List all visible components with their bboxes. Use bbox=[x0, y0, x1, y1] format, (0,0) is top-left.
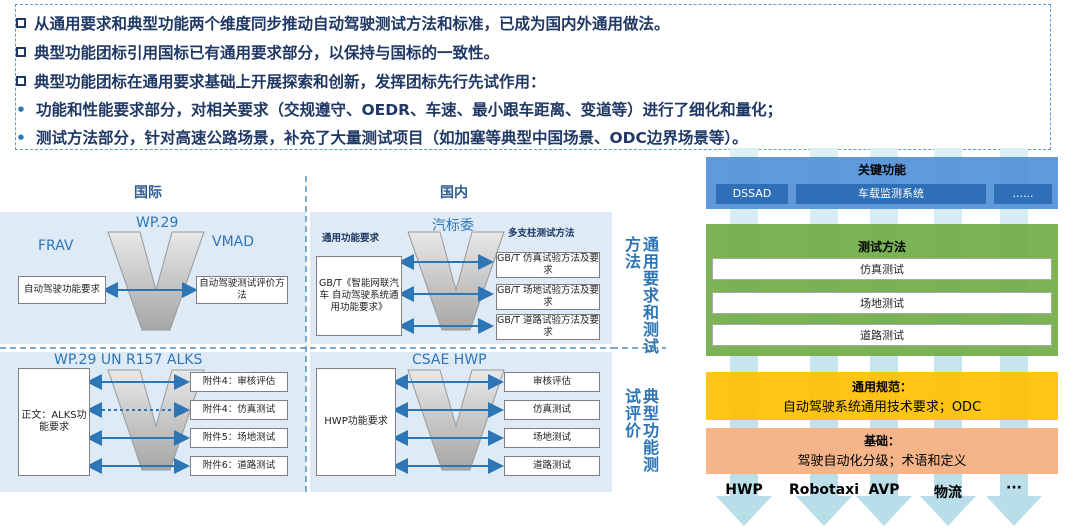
wp29-label: WP.29 bbox=[136, 215, 179, 231]
intl-header: 国际 bbox=[134, 185, 162, 201]
gbt-general-function-box: GB/T《智能网联汽车 自动驾驶系统通用功能要求》 bbox=[316, 256, 402, 336]
gbt-road-box: GB/T 道路试验方法及要求 bbox=[496, 314, 600, 340]
hwp-road-box: 道路测试 bbox=[504, 456, 600, 476]
domestic-header: 国内 bbox=[440, 185, 468, 201]
wp29-r157-title: WP.29 UN R157 ALKS bbox=[54, 352, 203, 368]
general-spec-title: 通用规范： bbox=[851, 380, 912, 394]
vmad-label: VMAD bbox=[212, 234, 255, 250]
gbt-site-box: GB/T 场地试验方法及要求 bbox=[496, 284, 600, 310]
square-bullet-icon bbox=[16, 76, 26, 86]
arrow-label-robotaxi: Robotaxi bbox=[788, 482, 859, 498]
foundation-title: 基础： bbox=[863, 434, 900, 448]
gbt-simulation-box: GB/T 仿真试验方法及要求 bbox=[496, 252, 600, 278]
general-func-title: 通用功能要求 bbox=[322, 233, 380, 244]
annex-audit-box: 附件4：审核评估 bbox=[190, 372, 288, 392]
site-test-item: 场地测试 bbox=[712, 292, 1052, 314]
arrow-label-avp: AVP bbox=[868, 482, 900, 498]
arrow-label-more: ··· bbox=[1006, 480, 1022, 496]
auto-driving-function-box: 自动驾驶功能要求 bbox=[18, 276, 106, 304]
summary-line-1: 从通用要求和典型功能两个维度同步推动自动驾驶测试方法和标准，已成为国内外通用做法… bbox=[16, 12, 670, 34]
arrow-label-logistics: 物流 bbox=[934, 485, 962, 501]
csae-hwp-title: CSAE HWP bbox=[412, 352, 487, 368]
hwp-site-box: 场地测试 bbox=[504, 428, 600, 448]
square-bullet-icon bbox=[16, 47, 26, 57]
annex-simulation-box: 附件4：仿真测试 bbox=[190, 400, 288, 420]
arrow-label-hwp: HWP bbox=[725, 482, 763, 498]
hwp-simulation-box: 仿真测试 bbox=[504, 400, 600, 420]
summary-line-3: 典型功能团标在通用要求基础上开展探索和创新，发挥团标先行先试作用： bbox=[16, 70, 546, 92]
foundation-layer bbox=[706, 428, 1058, 474]
side-label-general: 通用要求和测试方法 bbox=[622, 236, 659, 355]
summary-line-4: •功能和性能要求部分，对相关要求（交规遵守、OEDR、车速、最小跟车距离、变道等… bbox=[16, 101, 783, 119]
test-method-title: 测试方法 bbox=[857, 240, 906, 254]
general-spec-layer bbox=[706, 372, 1058, 420]
foundation-text: 驾驶自动化分级；术语和定义 bbox=[797, 454, 967, 469]
road-test-item: 道路测试 bbox=[712, 324, 1052, 346]
multi-pillar-title: 多支柱测试方法 bbox=[508, 228, 575, 239]
summary-box bbox=[15, 4, 1051, 150]
auto-driving-test-method-box: 自动驾驶测试评价方法 bbox=[196, 276, 288, 304]
dssad-item: DSSAD bbox=[716, 184, 788, 204]
simulation-test-item: 仿真测试 bbox=[712, 258, 1052, 280]
alks-function-box: 正文：ALKS功能要求 bbox=[18, 368, 90, 476]
general-spec-text: 自动驾驶系统通用技术要求；ODC bbox=[782, 400, 982, 415]
hwp-audit-box: 审核评估 bbox=[504, 372, 600, 392]
annex-road-box: 附件6：道路测试 bbox=[190, 456, 288, 476]
frav-label: FRAV bbox=[38, 238, 74, 254]
hwp-function-box: HWP功能要求 bbox=[316, 368, 396, 476]
more-item: ...... bbox=[994, 184, 1052, 204]
square-bullet-icon bbox=[16, 18, 26, 28]
dot-bullet-icon: • bbox=[16, 101, 26, 119]
summary-line-2: 典型功能团标引用国标已有通用要求部分，以保持与国标的一致性。 bbox=[16, 41, 499, 63]
auto-standards-committee-label: 汽标委 bbox=[432, 218, 474, 234]
key-function-title: 关键功能 bbox=[857, 163, 906, 177]
dot-bullet-icon: • bbox=[16, 129, 26, 147]
vehicle-monitor-item: 车载监测系统 bbox=[796, 184, 986, 204]
annex-site-box: 附件5：场地测试 bbox=[190, 428, 288, 448]
side-label-typical: 典型功能测试评价 bbox=[622, 388, 659, 473]
summary-line-5: •测试方法部分，针对高速公路场景，补充了大量测试项目（如加塞等典型中国场景、OD… bbox=[16, 129, 748, 147]
